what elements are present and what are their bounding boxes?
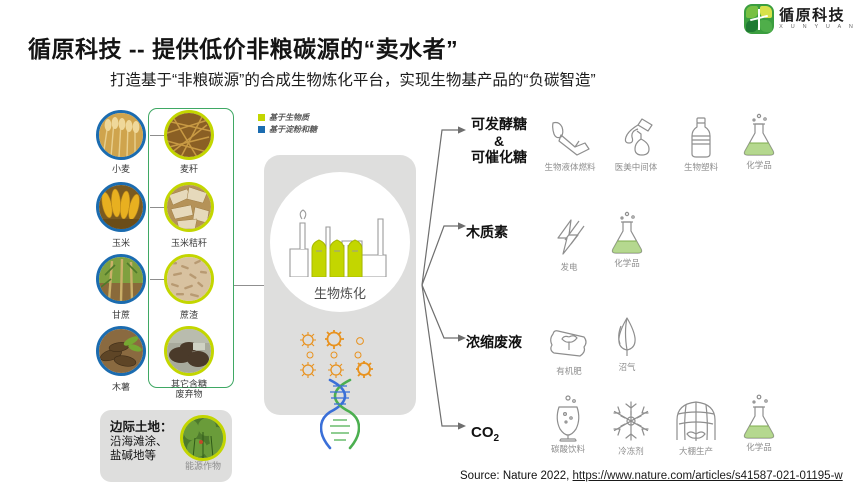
product-chemicals-lignin-label: 化学品 [614,258,640,268]
energy-crop-image [180,415,226,461]
residue-wheat-straw-image [164,110,214,160]
lightning-bolt-icon [540,214,598,260]
legend-item-biomass: 基于生物质 [258,112,317,123]
product-chemicals-co2: 化学品 [730,394,788,453]
microbe-dots-icon [300,330,373,378]
refinery-output-arrows [421,126,466,430]
product-carbonated-drink-label: 碳酸饮料 [550,444,585,454]
feedstock-corn-label: 玉米 [111,238,130,248]
branch-label-co2: CO2 [471,424,500,444]
logo-company-name-en: X U N Y U A N [779,23,856,30]
product-power-generation: 发电 [540,214,598,273]
source-citation: Source: Nature 2022, https://www.nature.… [460,470,843,482]
product-carbonated-drink: 碳酸饮料 [536,395,600,455]
fertilizer-bag-icon [540,318,598,364]
product-refrigerant: 冷冻剂 [600,398,662,457]
residue-sugar-waste-label: 其它含糖 废弃物 [170,379,207,400]
marginal-land-title: 边际土地： [110,420,173,434]
residue-sugar-waste-image [164,326,214,376]
residue-wheat-straw-label: 麦秆 [179,164,198,174]
product-bioplastic: 生物塑料 [672,114,730,173]
product-medical-intermediate-label: 医美中间体 [614,162,658,172]
plastic-bottle-icon [672,114,730,160]
page-subtitle: 打造基于“非粮碳源”的合成生物炼化平台，实现生物基产品的“负碳智造” [110,72,596,89]
branch-label-sugars: 可发酵糖 & 可催化糖 [471,116,527,166]
marginal-land-line3: 盐碱地等 [110,450,156,463]
product-biogas: 沼气 [598,314,656,373]
product-chemicals-co2-label: 化学品 [746,442,772,452]
feedstock-wheat-label: 小麦 [111,164,130,174]
biomass-residue-group-box [148,108,234,388]
product-refrigerant-label: 冷冻剂 [618,446,644,456]
product-chemicals-sugars-label: 化学品 [746,160,772,170]
product-biofuel-label: 生物液体燃料 [544,162,596,172]
residue-corn-stover-image [164,182,214,232]
legend-item-starch-sugar: 基于淀粉和糖 [258,124,317,135]
product-organic-fertilizer: 有机肥 [540,318,598,377]
product-bioplastic-label: 生物塑料 [683,162,718,172]
product-medical-intermediate: 医美中间体 [604,114,668,173]
marginal-land-text: 边际土地： 沿海滩涂、 盐碱地等 [110,420,180,463]
dna-helix-icon [320,378,360,450]
legend-label-biomass: 基于生物质 [269,113,309,122]
branch-label-waste-liquid: 浓缩废液 [466,334,522,350]
marginal-land-line2: 沿海滩涂、 [110,436,168,449]
company-logo: 循原科技 X U N Y U A N [744,4,856,34]
product-biogas-label: 沼气 [618,362,636,372]
fuel-nozzle-icon [536,114,604,160]
biorefinery-plant-icon [289,209,387,277]
greenhouse-icon [662,398,730,444]
page-title: 循原科技 -- 提供低价非粮碳源的“卖水者” [28,36,459,62]
flask-icon [730,394,788,440]
product-greenhouse: 大棚生产 [662,398,730,457]
flame-icon [598,314,656,360]
soda-glass-icon [536,395,600,442]
product-chemicals-sugars: 化学品 [730,112,788,171]
residue-bagasse-image [164,254,214,304]
residue-corn-stover-label: 玉米秸秆 [170,238,207,248]
branch-label-lignin: 木质素 [466,224,508,240]
product-greenhouse-label: 大棚生产 [678,446,713,456]
feedstock-sugarcane-image [96,254,146,304]
residue-bagasse-label: 蔗渣 [179,310,198,320]
source-prefix: Source: Nature 2022, [460,470,570,482]
feedstock-wheat-image [96,110,146,160]
dropper-bottle-icon [604,114,668,160]
legend-swatch-starch-sugar [258,126,265,133]
energy-crop-label: 能源作物 [184,461,221,471]
biorefinery-label: 生物炼化 [313,286,366,301]
legend-label-starch-sugar: 基于淀粉和糖 [269,125,317,134]
product-chemicals-lignin: 化学品 [598,210,656,269]
product-biofuel: 生物液体燃料 [536,114,604,173]
leaf-logo-icon [744,4,775,34]
feedstock-to-refinery-connector [234,285,280,286]
product-organic-fertilizer-label: 有机肥 [556,366,582,376]
source-link[interactable]: https://www.nature.com/articles/s41587-0… [572,470,843,482]
product-power-generation-label: 发电 [560,262,578,272]
flask-icon [598,210,656,256]
feedstock-cassava-label: 木薯 [111,382,130,392]
flask-icon [730,112,788,158]
legend-swatch-biomass [258,114,265,121]
feedstock-sugarcane-label: 甘蔗 [111,310,130,320]
logo-company-name-cn: 循原科技 [779,6,846,24]
feedstock-cassava-image [96,326,146,376]
snowflake-icon [600,398,662,444]
legend: 基于生物质 基于淀粉和糖 [258,112,317,136]
feedstock-corn-image [96,182,146,232]
